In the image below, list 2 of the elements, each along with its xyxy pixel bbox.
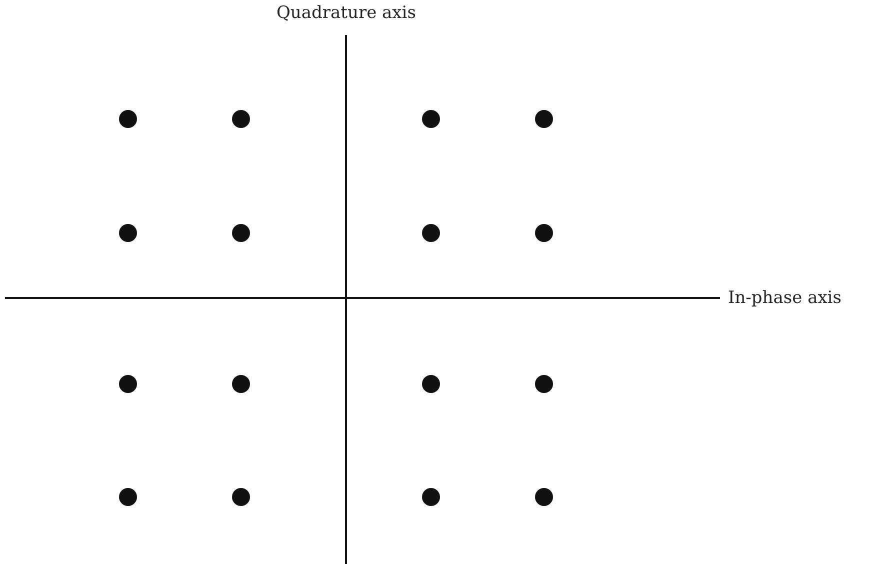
- axis-label: In-phase axis: [728, 288, 842, 308]
- axis-label: Quadrature axis: [276, 3, 416, 23]
